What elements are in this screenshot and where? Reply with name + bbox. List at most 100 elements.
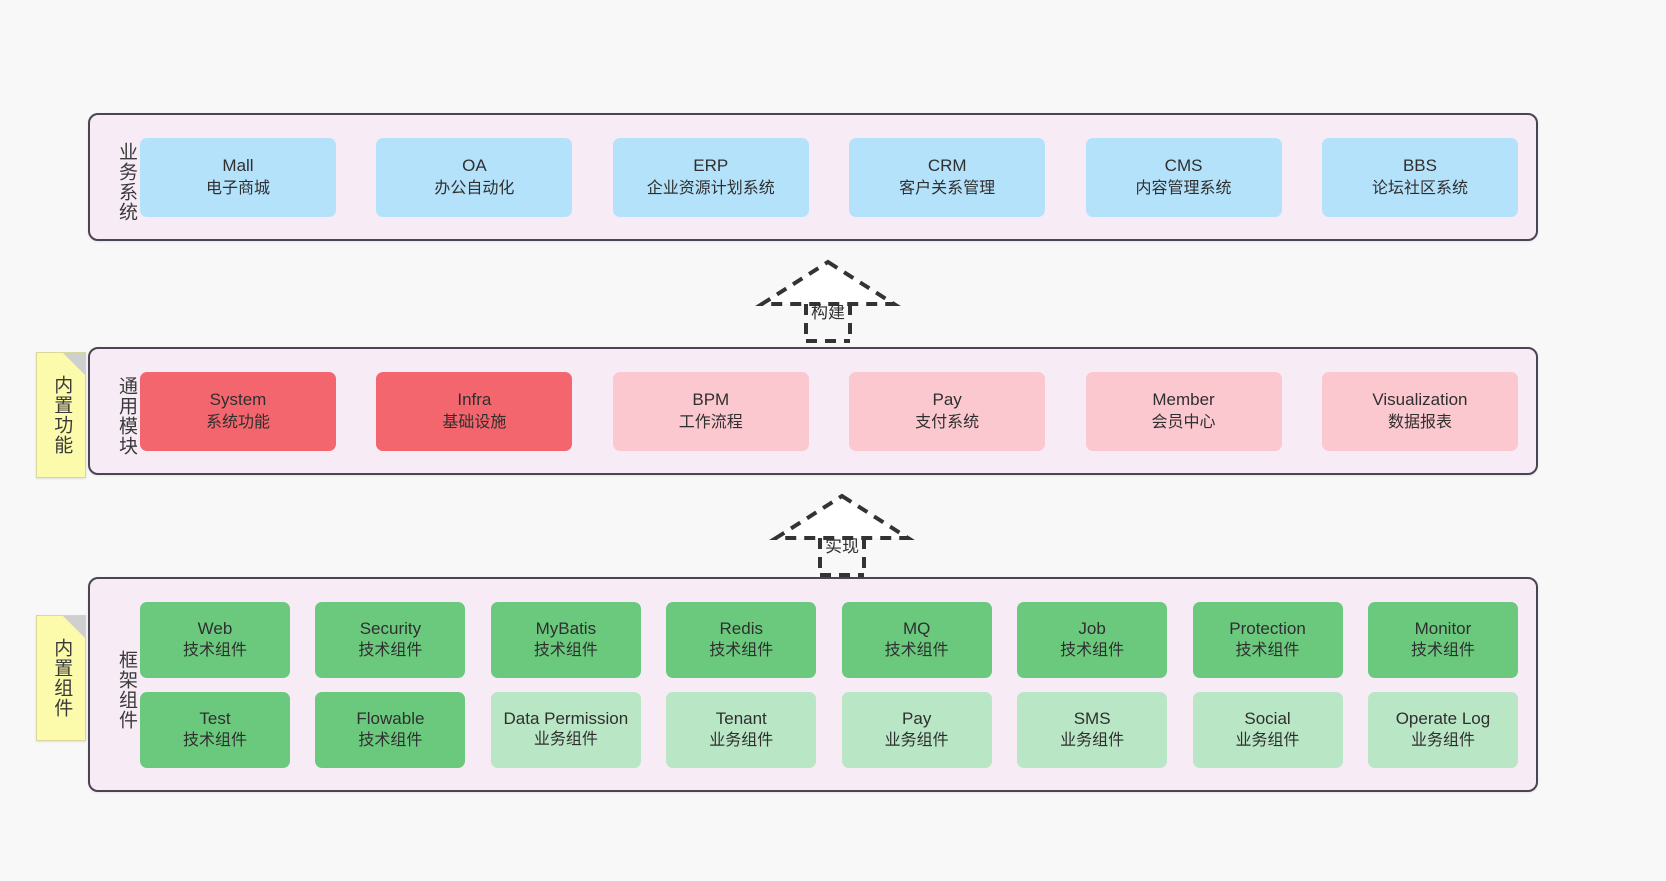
- node-pay-module[interactable]: Pay 支付系统: [849, 371, 1046, 451]
- note-fold-corner: [63, 616, 85, 638]
- node-name: Redis: [719, 618, 763, 638]
- node-sub: 客户关系管理: [899, 179, 996, 197]
- layer-body-framework: Web 技术组件 Security 技术组件 MyBatis 技术组件 Redi…: [136, 579, 1536, 790]
- node-crm[interactable]: CRM 客户关系管理: [849, 137, 1046, 217]
- node-operate-log[interactable]: Operate Log 业务组件: [1367, 691, 1518, 768]
- node-sub: 会员中心: [1151, 413, 1216, 431]
- node-name: MyBatis: [535, 618, 597, 638]
- connector-implement: 实现: [769, 492, 915, 577]
- node-security[interactable]: Security 技术组件: [315, 601, 466, 678]
- arrowhead-triangle: [755, 259, 901, 306]
- node-name: Tenant: [715, 708, 767, 728]
- node-name: ERP: [693, 156, 729, 176]
- framework-row-tech: Web 技术组件 Security 技术组件 MyBatis 技术组件 Redi…: [140, 601, 1518, 678]
- node-sub: 技术组件: [533, 642, 598, 660]
- connector-label-implement: 实现: [825, 537, 859, 556]
- layer-common-modules: 通用模块 System 系统功能 Infra 基础设施 BPM 工作流程 Pay…: [88, 347, 1538, 475]
- node-sub: 技术组件: [1410, 642, 1475, 660]
- node-name: CRM: [927, 156, 967, 176]
- layer-title-modules: 通用模块: [116, 376, 137, 456]
- node-name: Data Permission: [503, 708, 629, 728]
- node-sub: 技术组件: [182, 732, 247, 750]
- node-name: Test: [199, 708, 231, 728]
- node-name: Pay: [932, 390, 962, 410]
- node-sub: 电子商城: [205, 179, 270, 197]
- node-sub: 技术组件: [358, 642, 423, 660]
- node-sub: 技术组件: [709, 642, 774, 660]
- node-data-permission[interactable]: Data Permission 业务组件: [490, 691, 641, 768]
- node-system[interactable]: System 系统功能: [140, 371, 336, 451]
- connector-label-build: 构建: [811, 303, 845, 322]
- node-name: Member: [1152, 390, 1215, 410]
- node-sub: 办公自动化: [434, 179, 515, 197]
- node-sub: 系统功能: [205, 413, 270, 431]
- node-visualization[interactable]: Visualization 数据报表: [1321, 371, 1518, 451]
- node-sub: 业务组件: [709, 732, 774, 750]
- layer-title-framework: 框架组件: [116, 649, 137, 730]
- arrowhead-triangle: [769, 493, 915, 540]
- node-mq[interactable]: MQ 技术组件: [841, 601, 992, 678]
- node-sub: 技术组件: [1060, 642, 1125, 660]
- arrow-shaft: [804, 304, 852, 343]
- node-sub: 技术组件: [182, 642, 247, 660]
- layer-body-business: Mall 电子商城 OA 办公自动化 ERP 企业资源计划系统 CRM 客户关系…: [136, 115, 1536, 239]
- note-label: 内置组件: [51, 638, 73, 718]
- node-name: BPM: [692, 390, 730, 410]
- node-name: BBS: [1402, 156, 1437, 176]
- node-infra[interactable]: Infra 基础设施: [376, 371, 573, 451]
- node-protection[interactable]: Protection 技术组件: [1192, 601, 1343, 678]
- node-flowable[interactable]: Flowable 技术组件: [315, 691, 466, 768]
- framework-row-business: Test 技术组件 Flowable 技术组件 Data Permission …: [140, 691, 1518, 768]
- node-social[interactable]: Social 业务组件: [1192, 691, 1343, 768]
- node-name: Monitor: [1414, 618, 1472, 638]
- node-sub: 业务组件: [884, 732, 949, 750]
- note-builtin-features: 内置功能: [36, 352, 86, 478]
- node-job[interactable]: Job 技术组件: [1017, 601, 1168, 678]
- node-sub: 企业资源计划系统: [646, 179, 775, 197]
- node-name: Pay: [902, 708, 932, 728]
- node-sub: 内容管理系统: [1135, 179, 1232, 197]
- node-name: Protection: [1229, 618, 1306, 638]
- node-erp[interactable]: ERP 企业资源计划系统: [612, 137, 809, 217]
- node-name: Operate Log: [1395, 708, 1491, 728]
- node-name: System: [209, 390, 267, 410]
- node-sub: 业务组件: [1410, 732, 1475, 750]
- node-sub: 业务组件: [1060, 732, 1125, 750]
- node-sub: 业务组件: [1235, 732, 1300, 750]
- note-builtin-components: 内置组件: [36, 615, 86, 741]
- layer-body-modules: System 系统功能 Infra 基础设施 BPM 工作流程 Pay 支付系统…: [136, 349, 1536, 473]
- node-member[interactable]: Member 会员中心: [1085, 371, 1282, 451]
- node-name: CMS: [1164, 156, 1203, 176]
- layer-framework-components: 框架组件 Web 技术组件 Security 技术组件 MyBatis 技术组件…: [88, 577, 1538, 792]
- node-name: Visualization: [1372, 390, 1468, 410]
- node-mall[interactable]: Mall 电子商城: [140, 137, 336, 217]
- note-fold-corner: [63, 353, 85, 375]
- node-sub: 论坛社区系统: [1371, 179, 1468, 197]
- node-cms[interactable]: CMS 内容管理系统: [1085, 137, 1282, 217]
- layer-business-systems: 业务系统 Mall 电子商城 OA 办公自动化 ERP 企业资源计划系统 CRM…: [88, 113, 1538, 241]
- node-sub: 业务组件: [533, 731, 598, 749]
- node-web[interactable]: Web 技术组件: [140, 601, 290, 678]
- node-name: Infra: [457, 390, 492, 410]
- node-name: Job: [1078, 618, 1106, 638]
- layer-title-business: 业务系统: [116, 142, 137, 222]
- node-monitor[interactable]: Monitor 技术组件: [1367, 601, 1518, 678]
- node-redis[interactable]: Redis 技术组件: [666, 601, 817, 678]
- node-sub: 技术组件: [884, 642, 949, 660]
- node-name: MQ: [902, 618, 931, 638]
- node-sub: 技术组件: [1235, 642, 1300, 660]
- node-test[interactable]: Test 技术组件: [140, 691, 290, 768]
- node-sub: 基础设施: [442, 413, 507, 431]
- node-name: Web: [197, 618, 233, 638]
- node-sms[interactable]: SMS 业务组件: [1017, 691, 1168, 768]
- node-name: SMS: [1073, 708, 1111, 728]
- node-bbs[interactable]: BBS 论坛社区系统: [1321, 137, 1518, 217]
- node-mybatis[interactable]: MyBatis 技术组件: [490, 601, 641, 678]
- node-oa[interactable]: OA 办公自动化: [376, 137, 573, 217]
- node-name: Security: [359, 618, 422, 638]
- node-name: Flowable: [356, 708, 425, 728]
- node-bpm[interactable]: BPM 工作流程: [612, 371, 809, 451]
- node-tenant[interactable]: Tenant 业务组件: [666, 691, 817, 768]
- node-pay-component[interactable]: Pay 业务组件: [841, 691, 992, 768]
